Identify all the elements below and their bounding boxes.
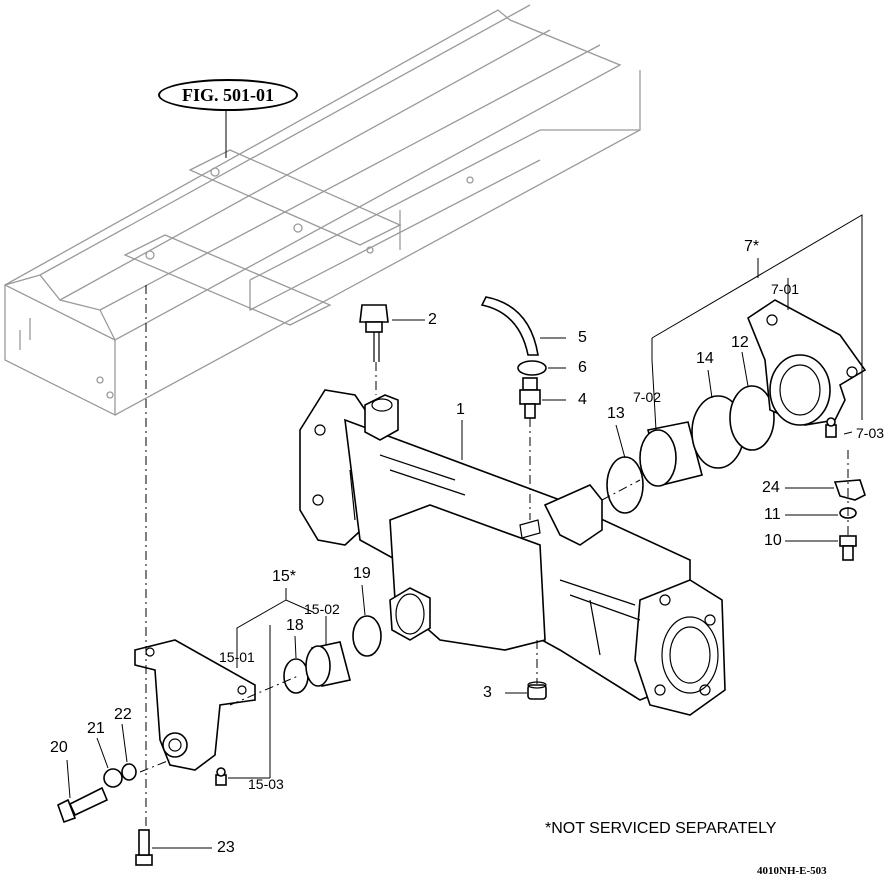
drawing-code: 4010NH-E-503	[757, 865, 827, 877]
o-ring-13	[606, 456, 644, 514]
callout-22: 22	[114, 706, 132, 723]
hose-clamp	[517, 360, 547, 376]
leader-lines	[66, 214, 863, 849]
bearing-support-15-01	[134, 639, 256, 771]
callout-2: 2	[428, 311, 437, 328]
callout-19: 19	[353, 565, 371, 582]
callout-3: 3	[483, 684, 492, 701]
callout-18: 18	[286, 617, 304, 634]
callout-15-01: 15-01	[219, 649, 255, 665]
grease-fitting-15-03	[215, 767, 227, 786]
bearing-support-7-01	[747, 299, 867, 426]
lock-plate-24	[833, 479, 866, 501]
nut-21	[103, 768, 123, 788]
callout-1: 1	[456, 401, 465, 418]
callout-21: 21	[87, 720, 105, 737]
callout-23: 23	[217, 839, 235, 856]
bolt-10	[839, 535, 857, 561]
callout-10: 10	[764, 532, 782, 549]
hose-fitting	[519, 377, 541, 419]
grease-fitting-7-03	[825, 417, 837, 438]
chassis-frame	[3, 4, 641, 417]
callout-7: 7*	[744, 238, 760, 255]
bushing-15-02	[305, 641, 351, 687]
figure-reference[interactable]: FIG. 501-01	[158, 79, 298, 111]
axle-housing	[299, 389, 726, 716]
callout-13: 13	[607, 405, 625, 422]
callout-24: 24	[762, 479, 780, 496]
seal-19	[352, 615, 382, 657]
callout-15: 15*	[272, 568, 297, 585]
callout-14: 14	[696, 350, 714, 367]
bolt-23	[135, 829, 153, 866]
callout-11: 11	[764, 506, 781, 523]
bushing-7-02	[639, 421, 703, 487]
callout-7-02: 7-02	[633, 389, 662, 405]
seal-12	[729, 385, 775, 451]
callout-12: 12	[731, 334, 749, 351]
o-ring-18	[283, 658, 309, 694]
callout-6: 6	[578, 359, 587, 376]
callout-15-03: 15-03	[248, 776, 284, 792]
callout-4: 4	[578, 391, 587, 408]
breather-plug	[359, 304, 389, 362]
callout-5: 5	[578, 329, 587, 346]
callout-7-01: 7-01	[771, 281, 800, 297]
callout-7-03: 7-03	[856, 425, 885, 441]
hose	[480, 296, 539, 356]
callout-15-02: 15-02	[304, 601, 340, 617]
callout-20: 20	[50, 739, 68, 756]
washer-22	[121, 763, 137, 781]
bolt-20	[57, 786, 109, 824]
service-note: *NOT SERVICED SEPARATELY	[545, 820, 777, 837]
drain-plug	[527, 681, 547, 700]
